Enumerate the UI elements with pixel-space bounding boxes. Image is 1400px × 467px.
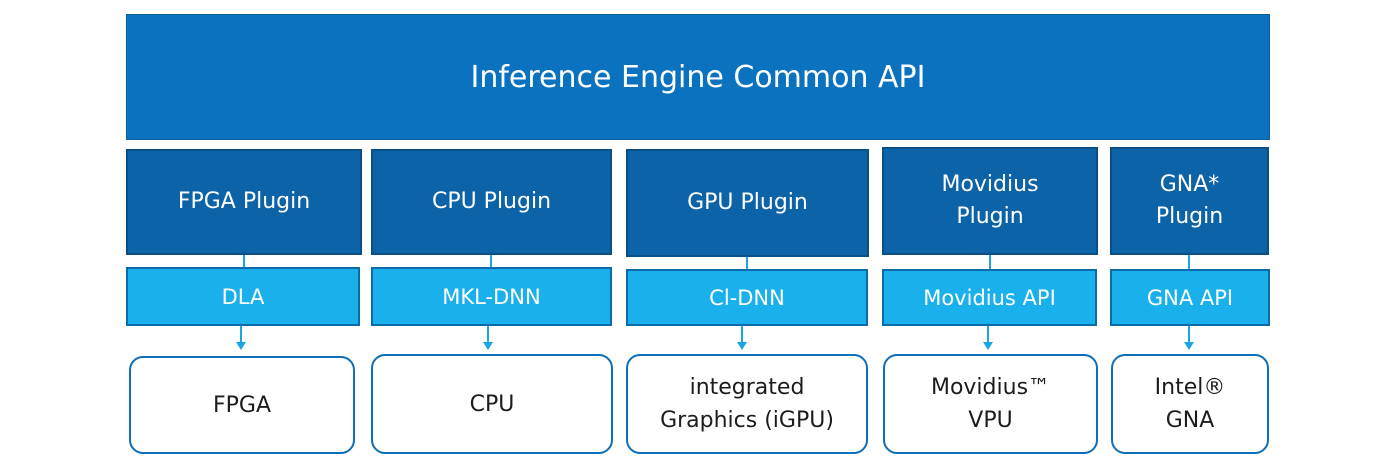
arrow-shaft-mkl-dnn-to-cpu bbox=[487, 326, 489, 343]
fpga-plugin-block: FPGA Plugin bbox=[126, 149, 362, 255]
movidius-api-library-label: Movidius API bbox=[923, 285, 1056, 310]
fpga-device-label: FPGA bbox=[212, 392, 272, 418]
movidius-plugin-block: Movidius Plugin bbox=[882, 147, 1098, 255]
connector-cpu-plugin-to-mkl-dnn bbox=[490, 255, 492, 267]
arrow-head-dla-to-fpga bbox=[236, 342, 246, 350]
movidius-api-library-block: Movidius API bbox=[882, 269, 1097, 326]
arrow-shaft-cl-dnn-to-igpu bbox=[741, 326, 743, 343]
inference-engine-api-label: Inference Engine Common API bbox=[470, 59, 926, 95]
gna-device-label: Intel® GNA bbox=[1154, 375, 1226, 433]
igpu-device-label: integrated Graphics (iGPU) bbox=[660, 375, 834, 433]
dla-library-block: DLA bbox=[126, 267, 360, 326]
fpga-plugin-label: FPGA Plugin bbox=[177, 189, 311, 214]
arrow-shaft-dla-to-fpga bbox=[240, 326, 242, 343]
gna-api-library-label: GNA API bbox=[1146, 285, 1234, 310]
vpu-device-block: Movidius™ VPU bbox=[883, 354, 1098, 454]
arrow-head-gna-api-to-gna bbox=[1184, 342, 1194, 350]
connector-gpu-plugin-to-cl-dnn bbox=[746, 257, 748, 269]
inference-engine-api-block: Inference Engine Common API bbox=[126, 14, 1270, 140]
cl-dnn-library-label: Cl-DNN bbox=[709, 285, 785, 310]
igpu-device-block: integrated Graphics (iGPU) bbox=[626, 354, 868, 454]
connector-gna-plugin-to-api bbox=[1188, 255, 1190, 269]
arrow-shaft-gna-api-to-gna bbox=[1188, 326, 1190, 343]
gpu-plugin-block: GPU Plugin bbox=[626, 149, 869, 257]
gna-plugin-block: GNA* Plugin bbox=[1110, 147, 1269, 255]
arrow-shaft-movidius-api-to-vpu bbox=[987, 326, 989, 343]
gna-plugin-label: GNA* Plugin bbox=[1155, 172, 1224, 229]
movidius-plugin-label: Movidius Plugin bbox=[941, 172, 1039, 229]
vpu-device-label: Movidius™ VPU bbox=[930, 375, 1051, 433]
arrow-head-mkl-dnn-to-cpu bbox=[483, 342, 493, 350]
mkl-dnn-library-block: MKL-DNN bbox=[371, 267, 612, 326]
fpga-device-block: FPGA bbox=[129, 356, 355, 454]
cpu-plugin-label: CPU Plugin bbox=[431, 189, 552, 214]
gna-api-library-block: GNA API bbox=[1110, 269, 1270, 326]
mkl-dnn-library-label: MKL-DNN bbox=[442, 284, 541, 309]
cl-dnn-library-block: Cl-DNN bbox=[626, 269, 868, 326]
cpu-device-block: CPU bbox=[371, 354, 613, 454]
dla-library-label: DLA bbox=[221, 284, 265, 309]
cpu-plugin-block: CPU Plugin bbox=[371, 149, 612, 255]
cpu-device-label: CPU bbox=[469, 391, 515, 417]
connector-fpga-plugin-to-dla bbox=[243, 255, 245, 267]
gpu-plugin-label: GPU Plugin bbox=[687, 190, 808, 215]
connector-movidius-plugin-to-api bbox=[989, 255, 991, 269]
arrow-head-cl-dnn-to-igpu bbox=[737, 342, 747, 350]
gna-device-block: Intel® GNA bbox=[1111, 354, 1269, 454]
arrow-head-movidius-api-to-vpu bbox=[983, 342, 993, 350]
